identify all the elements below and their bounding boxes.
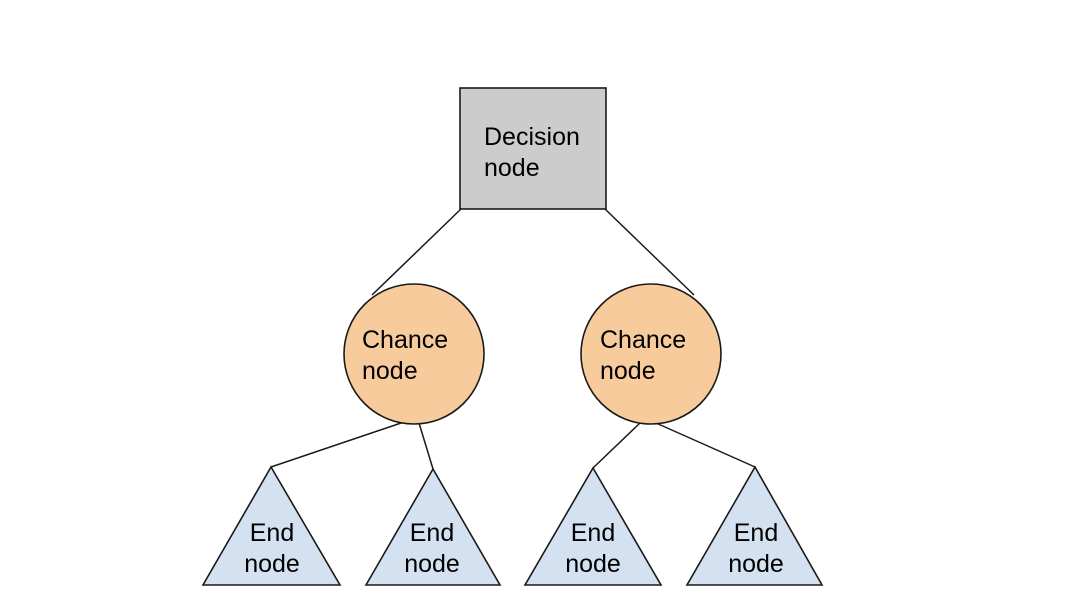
node-end-1[interactable]: End node — [201, 465, 342, 586]
node-end-4[interactable]: End node — [685, 465, 824, 586]
chance-left-node-label-line2: node — [362, 357, 418, 385]
node-end-2[interactable]: End node — [364, 467, 502, 586]
end-node-3-label-line1: End — [571, 519, 615, 547]
connector-chance-left-to-end-1 — [270, 421, 405, 468]
end-node-1-triangle[interactable] — [201, 465, 342, 586]
connector-chance-right-to-end-3 — [592, 421, 642, 469]
connector-chance-right-to-end-4 — [655, 422, 756, 468]
end-node-4-label-line2: node — [728, 550, 784, 578]
end-node-1-label-line2: node — [244, 550, 300, 578]
connector-decision-to-chance-right — [604, 208, 695, 296]
decision-node-label-line1: Decision — [484, 123, 580, 151]
chance-left-node-label-line1: Chance — [362, 326, 448, 354]
end-node-3-triangle[interactable] — [523, 466, 663, 586]
node-decision[interactable]: Decision node — [459, 87, 607, 210]
end-node-1-label-line1: End — [250, 519, 294, 547]
end-node-2-label-line2: node — [404, 550, 460, 578]
end-node-4-triangle[interactable] — [685, 465, 824, 586]
chance-left-node-circle[interactable] — [343, 283, 485, 425]
connector-decision-to-chance-left — [371, 208, 462, 296]
chance-right-node-label-line2: node — [600, 357, 656, 385]
end-node-2-triangle[interactable] — [364, 467, 502, 586]
node-chance-left[interactable]: Chance node — [343, 283, 485, 425]
node-chance-right[interactable]: Chance node — [580, 283, 722, 425]
end-node-3-label-line2: node — [565, 550, 621, 578]
decision-node-label-line2: node — [484, 154, 540, 182]
node-end-3[interactable]: End node — [523, 466, 663, 586]
chance-right-node-label-line1: Chance — [600, 326, 686, 354]
chance-right-node-circle[interactable] — [580, 283, 722, 425]
decision-node-rect[interactable] — [459, 87, 607, 210]
end-node-4-label-line1: End — [734, 519, 778, 547]
end-node-2-label-line1: End — [410, 519, 454, 547]
connector-chance-left-to-end-2 — [418, 422, 434, 470]
